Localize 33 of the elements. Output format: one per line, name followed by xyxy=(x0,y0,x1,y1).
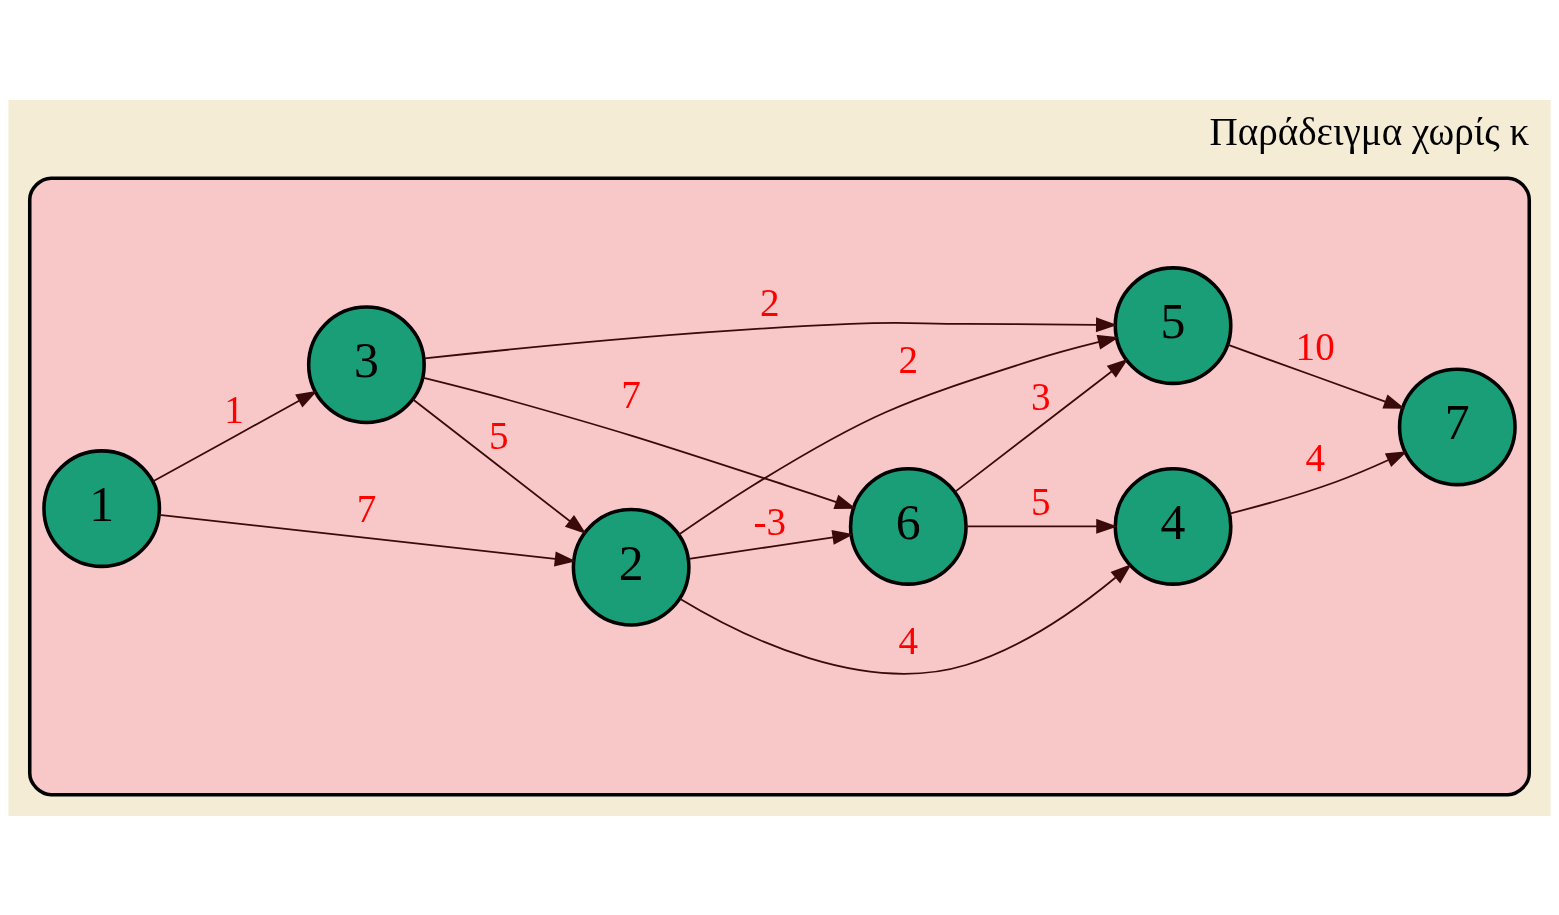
arrow xyxy=(412,398,587,534)
arrow xyxy=(158,513,577,566)
edge-label: 1 xyxy=(224,387,244,431)
arrow xyxy=(152,390,318,482)
diagram-title: Παράδειγμα χωρίς κ xyxy=(1209,109,1530,153)
edge-label: 2 xyxy=(898,337,919,381)
edge-label: 4 xyxy=(898,618,919,662)
arrow xyxy=(423,316,1118,359)
node-circle: 6 xyxy=(848,466,968,586)
arrow xyxy=(679,563,1132,674)
edge-label: 3 xyxy=(1030,374,1051,418)
node-circle: 1 xyxy=(42,448,162,568)
arrow xyxy=(688,529,854,560)
arrow xyxy=(954,358,1129,493)
node-circle: 5 xyxy=(1113,265,1233,385)
edge-label: 5 xyxy=(1030,479,1051,523)
cluster xyxy=(27,175,1532,796)
arrow xyxy=(1228,450,1408,514)
edge-label: -3 xyxy=(753,499,787,543)
edge-label: 4 xyxy=(1305,435,1325,479)
edge-label: 10 xyxy=(1295,324,1335,368)
arrow xyxy=(421,376,857,509)
node-circle: 3 xyxy=(306,304,426,424)
edge-label: 7 xyxy=(621,372,641,416)
arrow xyxy=(1226,343,1406,409)
edge-label: 2 xyxy=(759,280,780,324)
edge-label: 5 xyxy=(489,413,509,457)
node-circle: 7 xyxy=(1397,366,1517,486)
arrow xyxy=(965,518,1118,534)
edge-label: 7 xyxy=(356,486,377,530)
node-circle: 4 xyxy=(1113,466,1233,586)
node-circle: 2 xyxy=(571,507,691,627)
arrow xyxy=(678,334,1120,535)
